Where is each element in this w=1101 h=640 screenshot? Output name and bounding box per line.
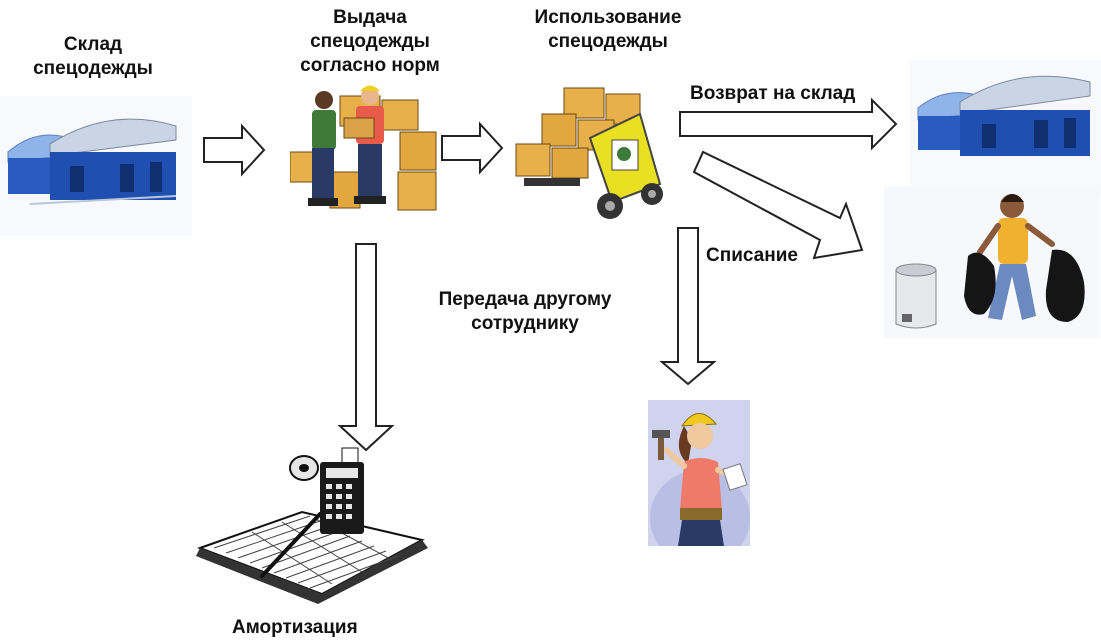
warehouse-icon (0, 96, 192, 236)
arrow-usage-to-return (679, 97, 898, 151)
label-depreciation: Амортизация (232, 617, 358, 638)
label-return: Возврат на склад (690, 83, 856, 104)
female-worker-icon (648, 400, 750, 546)
arrow-issue-to-depreciation (337, 243, 395, 452)
label-warehouse: Склад спецодежды (33, 34, 153, 79)
label-transfer: Передача другому сотруднику (438, 289, 612, 334)
return-warehouse-icon (910, 60, 1101, 194)
arrow-issue-to-usage (441, 121, 504, 175)
label-usage: Использование спецодежды (534, 7, 682, 52)
arrow-usage-to-transfer (659, 227, 717, 386)
forklift-with-boxes-icon (515, 87, 663, 219)
trash-disposal-icon (884, 186, 1100, 338)
arrow-warehouse-to-issue (203, 123, 266, 177)
label-writeoff: Списание (706, 245, 798, 266)
arrow-usage-to-writeoff (692, 150, 864, 260)
label-issue: Выдача спецодежды согласно норм (300, 7, 440, 76)
ledger-calculator-icon (196, 447, 428, 604)
workers-with-boxes-icon (290, 85, 437, 211)
